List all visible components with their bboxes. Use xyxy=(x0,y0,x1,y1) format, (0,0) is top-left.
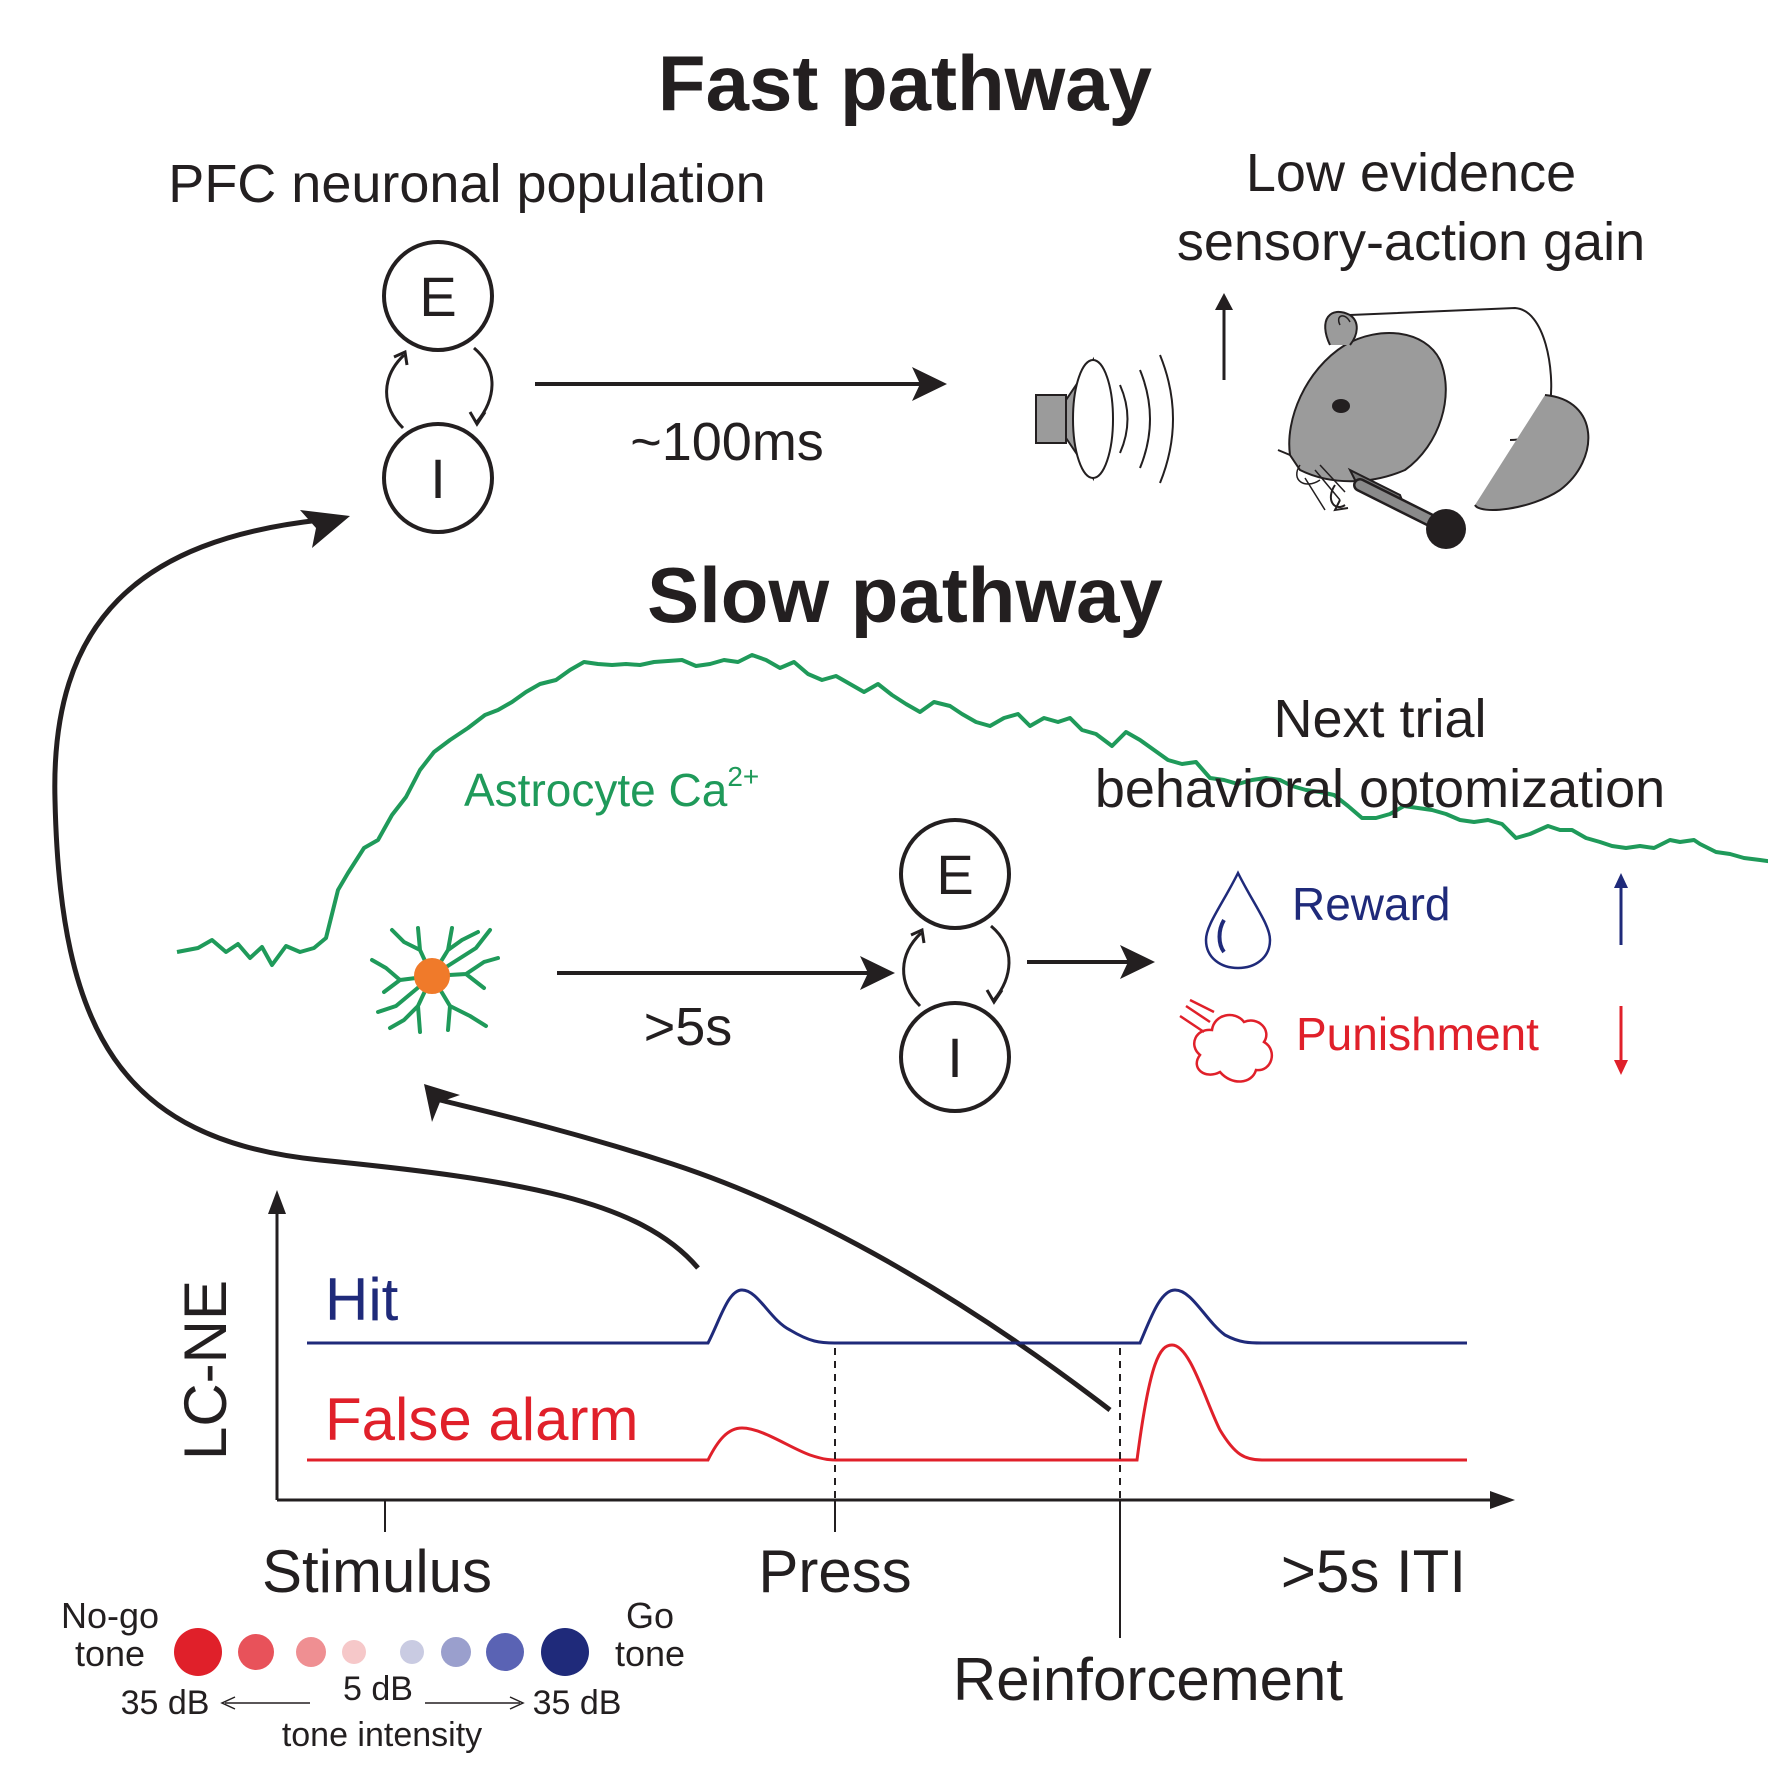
slow-node-e xyxy=(899,818,1011,930)
fast-node-i xyxy=(382,422,494,534)
slow-pathway-title: Slow pathway xyxy=(647,551,1163,639)
fast-delay-label: ~100ms xyxy=(630,412,824,472)
tone-legend: No-go tone Go tone 35 dB 5 dB 35 dB tone… xyxy=(61,1595,685,1754)
fast-i-to-e-arrow xyxy=(385,353,406,430)
plot-ylabel: LC-NE xyxy=(172,1280,239,1460)
fast-node-i-label: I xyxy=(430,447,446,510)
fast-pathway-title: Fast pathway xyxy=(658,39,1152,127)
gain-label-line2: sensory-action gain xyxy=(1177,212,1645,272)
reinforcement-label: Reinforcement xyxy=(953,1646,1344,1713)
slow-node-e-label: E xyxy=(936,843,973,906)
slow-delay-label: >5s xyxy=(644,997,733,1057)
hit-label: Hit xyxy=(325,1266,399,1333)
lc-ne-plot: LC-NE Hit False alarm Stimulus Press >5s… xyxy=(172,1190,1515,1713)
stimulus-label: Stimulus xyxy=(262,1538,492,1605)
slow-node-i xyxy=(899,1001,1011,1113)
reward-up-arrow-icon xyxy=(1614,873,1628,945)
mid-db-label: 5 dB xyxy=(343,1670,413,1708)
gain-label-line1: Low evidence xyxy=(1246,143,1576,203)
tone-dot xyxy=(541,1628,589,1676)
punishment-label: Punishment xyxy=(1296,1008,1539,1060)
water-drop-icon xyxy=(1204,870,1272,970)
fast-node-e xyxy=(382,240,494,352)
fast-ei-circuit: E I xyxy=(382,240,494,534)
fast-e-to-i-arrow xyxy=(473,346,494,423)
nogo-label-line2: tone xyxy=(75,1633,145,1674)
go-label-line2: tone xyxy=(615,1633,685,1674)
tone-dot xyxy=(296,1637,326,1667)
tone-dot xyxy=(238,1634,274,1670)
tone-dot xyxy=(342,1640,366,1664)
pfc-population-label: PFC neuronal population xyxy=(168,154,765,214)
gain-up-arrow-icon xyxy=(1215,293,1233,380)
tone-dots xyxy=(174,1628,589,1676)
ne-to-pfc-arrow xyxy=(52,517,700,1270)
next-trial-line2: behavioral optomization xyxy=(1095,759,1665,819)
tone-dot xyxy=(486,1633,524,1671)
ne-to-astrocyte-arrow xyxy=(439,1097,1112,1412)
iti-label: >5s ITI xyxy=(1281,1538,1466,1605)
fast-node-e-label: E xyxy=(419,265,456,328)
false-alarm-label: False alarm xyxy=(325,1386,638,1453)
nogo-label-line1: No-go xyxy=(61,1595,159,1636)
go-label-line1: Go xyxy=(626,1595,674,1636)
tone-dot xyxy=(174,1628,222,1676)
speaker-icon xyxy=(1035,354,1174,484)
tone-dot xyxy=(441,1637,471,1667)
astrocyte-label: Astrocyte Ca2+ xyxy=(464,761,759,816)
air-puff-icon xyxy=(1179,998,1274,1083)
hit-trace xyxy=(307,1288,1467,1345)
right-db-label: 35 dB xyxy=(533,1684,622,1722)
next-trial-line1: Next trial xyxy=(1273,689,1486,749)
mouse-icon xyxy=(1277,306,1590,549)
astrocyte-icon xyxy=(370,926,500,1034)
press-label: Press xyxy=(758,1538,911,1605)
slow-node-i-label: I xyxy=(947,1026,963,1089)
false-alarm-trace xyxy=(307,1343,1467,1462)
punishment-down-arrow-icon xyxy=(1614,1006,1628,1075)
left-db-label: 35 dB xyxy=(121,1684,210,1722)
reward-label: Reward xyxy=(1292,878,1451,930)
astrocyte-calcium-trace xyxy=(176,653,1768,967)
tone-intensity-caption: tone intensity xyxy=(282,1716,482,1754)
slow-ei-circuit: E I xyxy=(899,818,1011,1113)
tone-dot xyxy=(400,1640,424,1664)
